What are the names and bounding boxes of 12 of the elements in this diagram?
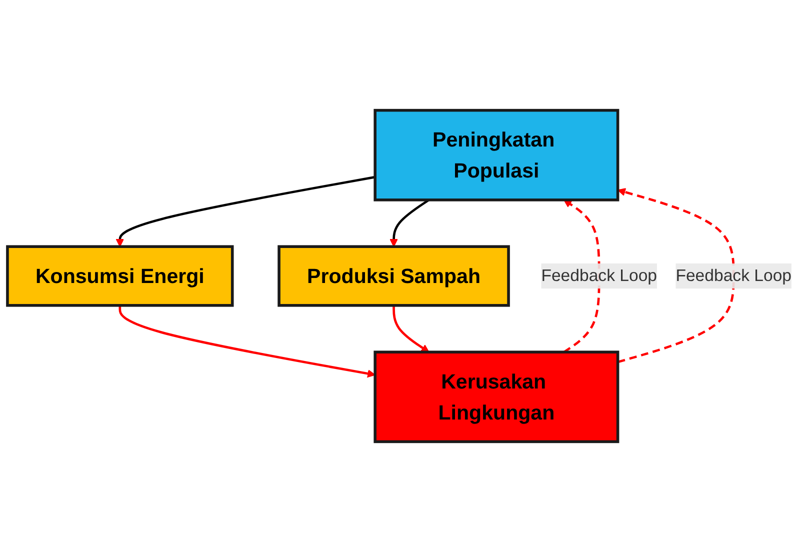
node-box: Kerusakan Lingkungan — [374, 350, 620, 444]
node-box: Konsumsi Energi — [6, 245, 234, 307]
edge-label: Feedback Loop — [676, 266, 792, 285]
node-box: Produksi Sampah — [278, 245, 510, 307]
node-box: Peningkatan Populasi — [374, 108, 620, 202]
arrow — [563, 200, 600, 354]
arrow — [390, 198, 430, 247]
edge-label: Feedback Loop — [541, 266, 658, 285]
arrow — [392, 305, 430, 352]
arrow — [116, 176, 376, 247]
arrow — [617, 188, 735, 364]
arrow — [118, 305, 376, 378]
